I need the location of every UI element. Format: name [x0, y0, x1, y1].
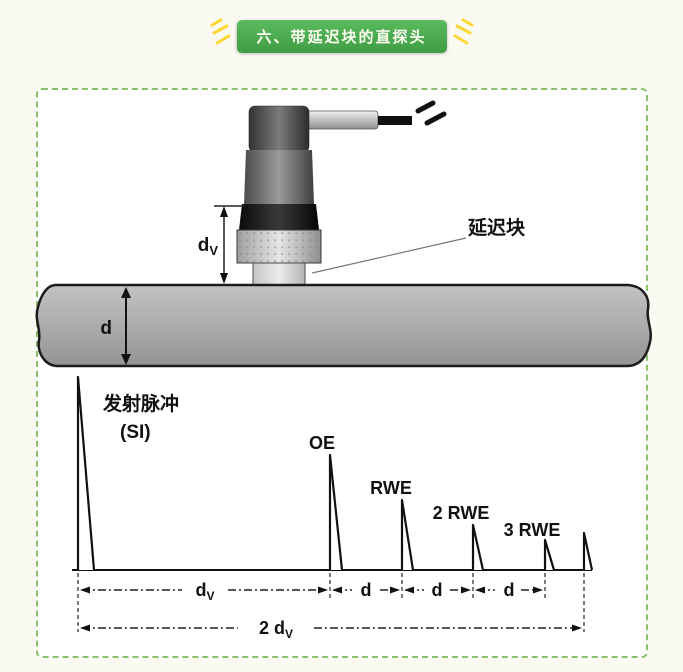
probe-housing — [248, 105, 310, 153]
probe-cable — [378, 116, 412, 125]
probe-connector — [305, 110, 379, 130]
dimension-row-1: dV d d d — [80, 580, 543, 603]
probe-body — [244, 150, 314, 204]
delay-dim-label: dV — [198, 235, 219, 258]
cable-break-marks — [415, 100, 447, 126]
echo-spike-2rwe — [471, 523, 485, 571]
test-block — [35, 283, 652, 368]
section-banner: 六、带延迟块的直探头 — [209, 18, 474, 53]
thickness-label: d — [100, 318, 112, 339]
spark-right-icon — [453, 18, 474, 45]
thickness-dimension: d — [100, 287, 131, 365]
echo-spike-3rwe — [543, 538, 556, 571]
spark-left-icon — [209, 18, 230, 45]
label-oe: OE — [309, 433, 335, 453]
probe-illustration — [236, 100, 447, 286]
callout-leader-line — [311, 237, 467, 274]
echo-spike-rwe — [400, 498, 415, 571]
probe-black-ring — [239, 204, 319, 230]
delay-block-label: 延迟块 — [467, 217, 526, 239]
dim-2dv-label: 2 dV — [259, 618, 293, 641]
dim-d2-label: d — [432, 580, 443, 600]
delay-block-tip — [252, 262, 306, 286]
echo-spikes — [76, 375, 594, 571]
dim-d3-label: d — [504, 580, 515, 600]
section-title: 六、带延迟块的直探头 — [256, 29, 427, 46]
echo-spike-aux — [582, 531, 594, 571]
echo-spike-oe — [328, 453, 344, 571]
dim-d1-label: d — [361, 580, 372, 600]
dimension-row-2: 2 dV — [80, 618, 582, 641]
label-3rwe: 3 RWE — [504, 520, 561, 540]
ascan-waveform: 发射脉冲 (SI) OE RWE 2 RWE 3 RWE dV d d d — [72, 375, 594, 641]
echo-spike-si — [76, 375, 96, 571]
delay-height-dimension: dV — [198, 205, 246, 284]
label-2rwe: 2 RWE — [433, 503, 490, 523]
delay-block-callout: 延迟块 — [311, 217, 526, 274]
knurl-texture — [237, 230, 321, 263]
pulse-sub-label: (SI) — [120, 422, 151, 443]
pulse-label: 发射脉冲 — [102, 392, 179, 415]
dim-dv-label: dV — [195, 580, 214, 603]
label-rwe: RWE — [370, 478, 412, 498]
